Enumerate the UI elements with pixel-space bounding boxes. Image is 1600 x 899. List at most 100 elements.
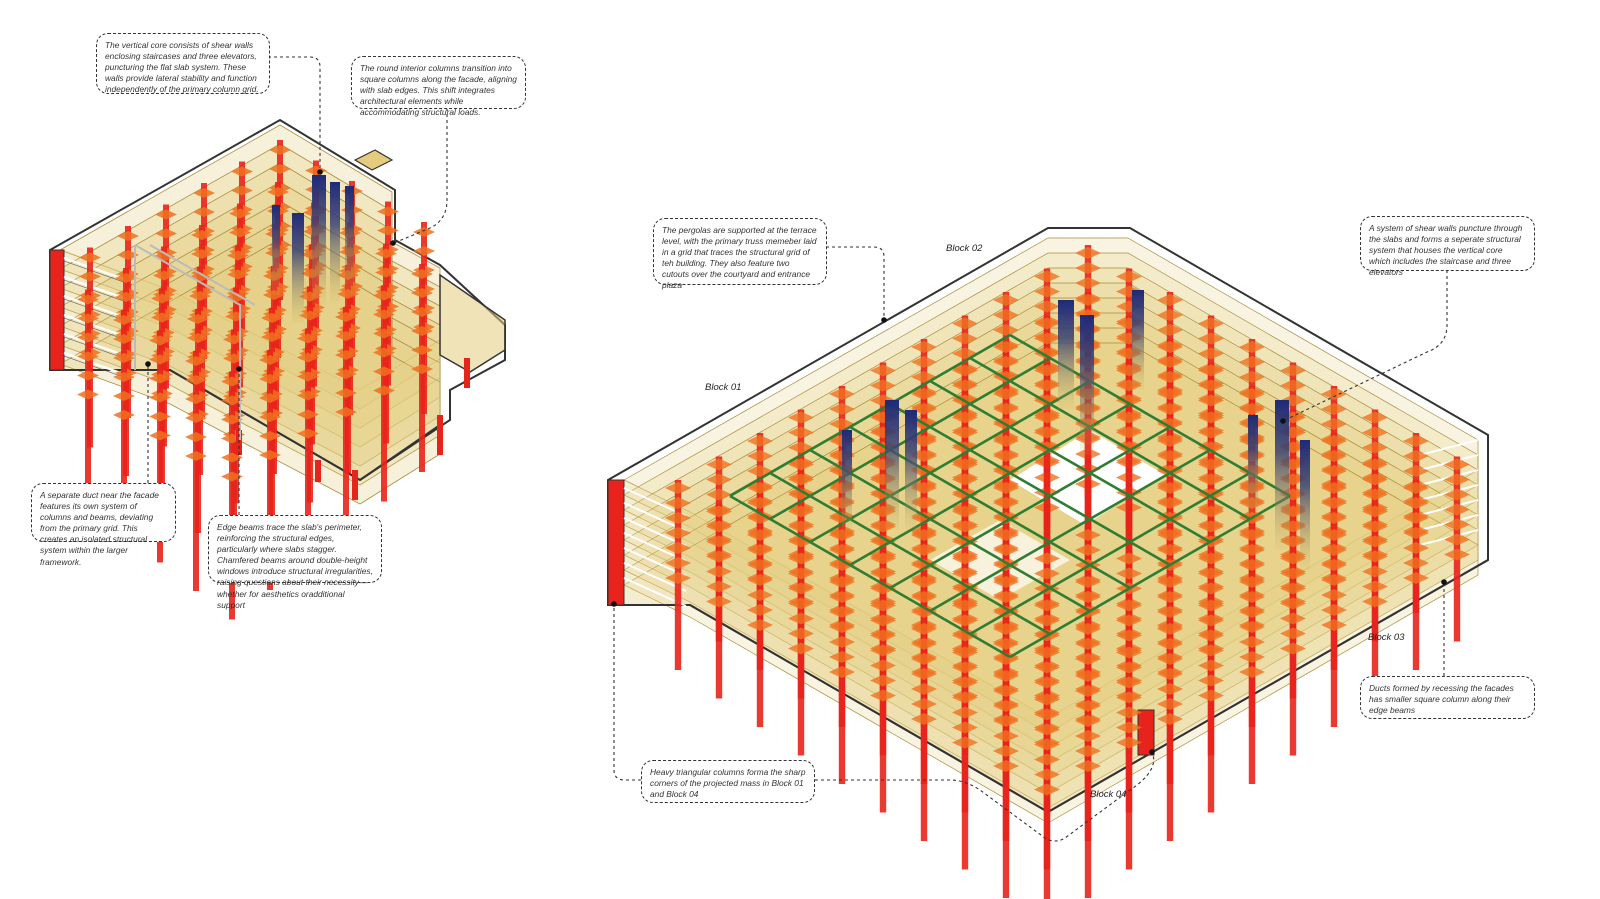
right-column xyxy=(1084,668,1092,898)
right-column-capital xyxy=(1157,591,1183,603)
left-corner-column xyxy=(49,249,65,371)
right-column-capital xyxy=(1444,473,1470,486)
right-column-capital xyxy=(829,576,855,588)
right-column-capital xyxy=(1157,294,1183,306)
right-column-capital xyxy=(911,529,937,541)
left-column-capital xyxy=(373,328,395,339)
left-column xyxy=(229,371,235,620)
left-column-capital xyxy=(259,355,281,365)
right-column-capital xyxy=(1198,394,1224,407)
right-column-capital xyxy=(911,698,937,710)
right-column-capital xyxy=(788,642,814,655)
right-column-capital xyxy=(665,542,691,554)
right-column-capital xyxy=(665,527,691,539)
right-column-capital xyxy=(1116,394,1142,407)
left-column-capital xyxy=(297,333,319,344)
right-column-capital xyxy=(1075,670,1101,682)
right-column-capital xyxy=(1239,559,1265,571)
right-column-capital xyxy=(706,488,732,501)
right-column-capital xyxy=(1075,760,1101,772)
leader-round-columns xyxy=(393,108,448,244)
left-column xyxy=(267,350,273,590)
right-column-capital xyxy=(1116,629,1142,642)
right-column-capital xyxy=(1075,294,1101,306)
left-column-capital xyxy=(149,354,171,365)
left-column-capital xyxy=(115,292,137,302)
right-column-capital xyxy=(1403,435,1429,447)
left-column-capital xyxy=(149,411,171,422)
right-column-capital xyxy=(1157,623,1183,635)
right-column-capital xyxy=(1198,567,1224,580)
right-column-capital xyxy=(665,557,691,569)
right-column-capital xyxy=(1444,533,1470,546)
right-column-capital xyxy=(1157,403,1183,415)
right-column-capital xyxy=(788,426,814,439)
right-column-capital xyxy=(911,544,937,556)
left-column-capital xyxy=(185,432,207,442)
left-ground-column xyxy=(352,470,358,500)
label-block01: Block 01 xyxy=(705,382,742,393)
right-column-capital xyxy=(665,572,691,584)
right-column-capital xyxy=(870,599,896,612)
right-column-capital xyxy=(1198,458,1224,471)
right-column-capital xyxy=(1075,623,1101,635)
left-column-capital xyxy=(297,428,319,439)
left-column-capital xyxy=(77,389,99,400)
right-column-capital xyxy=(1280,379,1306,392)
right-column-capital xyxy=(993,623,1019,635)
left-column-capital xyxy=(191,249,213,259)
right-column-capital xyxy=(952,646,978,659)
right-column-capital xyxy=(788,597,814,610)
truss-member xyxy=(809,379,1091,544)
right-column-capital xyxy=(1280,364,1306,377)
right-column-capital xyxy=(1198,332,1224,345)
right-column-capital xyxy=(1075,653,1101,665)
right-column-capital xyxy=(829,559,855,571)
right-column-capital xyxy=(1198,614,1224,627)
leader-dot xyxy=(1441,579,1447,585)
right-column-capital xyxy=(1198,689,1224,702)
right-column-capital xyxy=(1403,572,1429,584)
block01-triangular-column xyxy=(607,479,625,606)
right-column-capital xyxy=(1157,482,1183,494)
right-column-capital xyxy=(788,411,814,424)
right-column-capital xyxy=(1075,685,1101,697)
right-column-capital xyxy=(911,559,937,571)
right-column-capital xyxy=(870,567,896,580)
left-column xyxy=(305,328,311,561)
left-column-capital xyxy=(77,370,99,381)
right-column-capital xyxy=(1321,418,1347,430)
left-column-capital xyxy=(77,351,99,362)
right-column-capital xyxy=(1116,706,1142,719)
right-column-capital xyxy=(788,612,814,625)
left-column-capital xyxy=(191,230,213,240)
right-column-capital xyxy=(1157,529,1183,541)
left-column-capital xyxy=(185,394,207,404)
left-column-capital xyxy=(261,313,283,323)
right-column-capital xyxy=(1034,317,1060,330)
right-column-capital xyxy=(1116,599,1142,612)
left-column-capital xyxy=(297,352,319,363)
right-column-capital xyxy=(1034,285,1060,298)
right-column xyxy=(1125,644,1133,870)
right-column-capital xyxy=(1362,535,1388,548)
left-column-capital xyxy=(259,412,281,422)
right-column-capital xyxy=(1280,642,1306,655)
left-column-capital xyxy=(113,391,135,401)
right-column-capital xyxy=(829,666,855,678)
left-column-capital xyxy=(221,414,243,425)
right-column-capital xyxy=(993,388,1019,400)
right-column-capital xyxy=(1321,435,1347,447)
right-column-capital xyxy=(1034,783,1060,796)
left-column-capital xyxy=(185,451,207,461)
left-column-capital xyxy=(375,267,397,278)
right-column-capital xyxy=(1239,529,1265,541)
right-column-capital xyxy=(1198,347,1224,360)
right-column-capital xyxy=(1157,497,1183,509)
left-ground-column xyxy=(315,460,321,482)
right-facade-floor-edge xyxy=(1419,439,1479,456)
left-column-capital xyxy=(267,187,289,197)
right-column-capital xyxy=(1444,458,1470,471)
right-column-capital xyxy=(1198,411,1224,424)
right-column xyxy=(1248,574,1256,784)
